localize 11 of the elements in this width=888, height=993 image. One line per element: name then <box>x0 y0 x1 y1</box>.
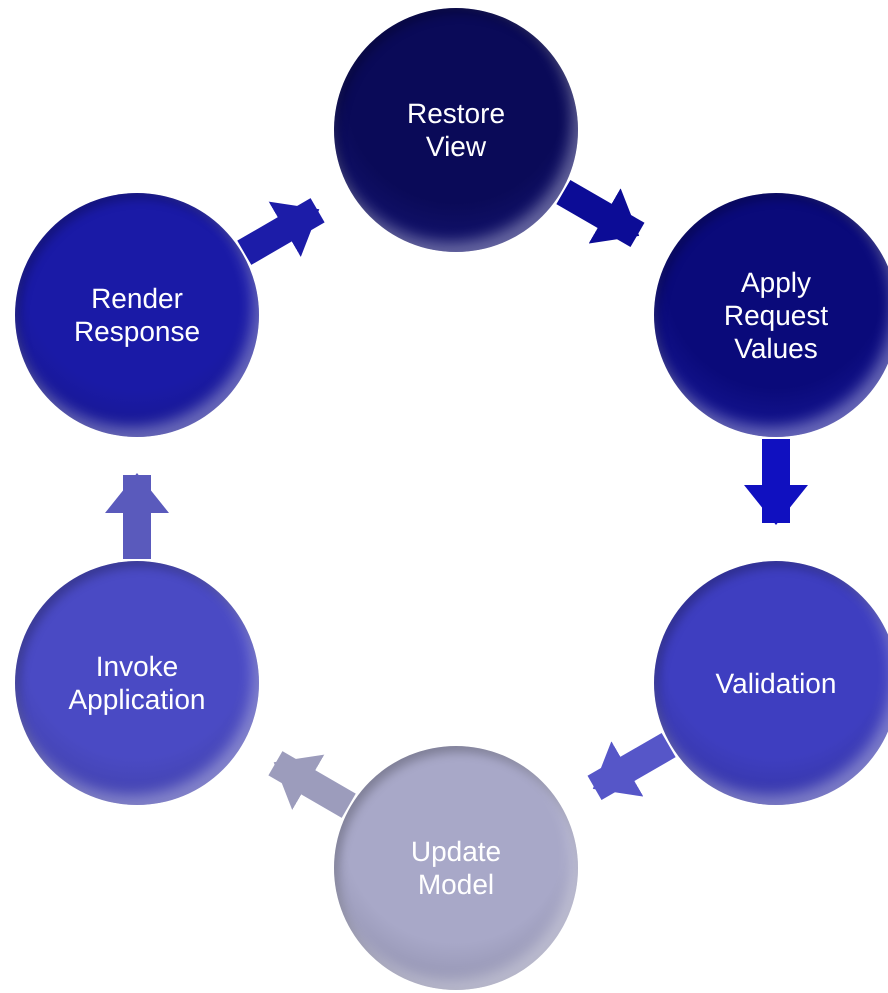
block-arrow <box>105 473 169 559</box>
phase-label: Update Model <box>410 835 502 901</box>
block-arrow <box>237 198 325 265</box>
phase-label: Restore View <box>406 97 506 163</box>
block-arrow <box>556 180 644 248</box>
block-arrow <box>744 439 808 525</box>
phase-label: Render Response <box>72 282 202 348</box>
phase-label: Apply Request Values <box>722 266 830 364</box>
phase-label: Validation <box>716 666 836 700</box>
phase-label: Invoke Application <box>68 650 206 716</box>
block-arrow <box>588 732 676 800</box>
